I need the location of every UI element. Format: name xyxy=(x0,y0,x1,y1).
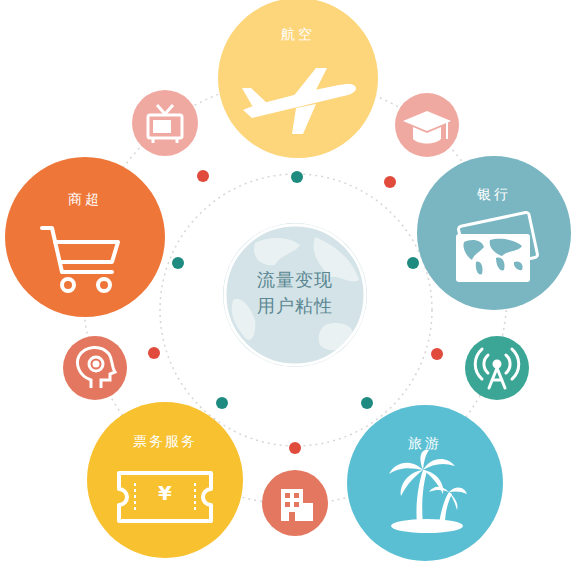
antenna-icon xyxy=(475,349,519,388)
circle-shape xyxy=(223,223,367,367)
circle-fill xyxy=(87,402,243,558)
node-label: 银行 xyxy=(417,184,571,204)
inner-ring xyxy=(160,174,432,446)
circle-shape xyxy=(218,0,378,158)
category-circle: 航空 xyxy=(218,0,378,158)
cap-icon xyxy=(403,111,451,144)
node-label: 旅游 xyxy=(347,433,503,453)
tv-icon xyxy=(148,105,182,143)
circle-fill xyxy=(417,156,571,310)
circle-shape xyxy=(87,402,243,558)
circle-fill xyxy=(5,157,165,317)
category-circle: 商超 xyxy=(5,157,165,317)
node-label: 票务服务 xyxy=(87,431,243,451)
category-circle: 票务服务 ¥ xyxy=(87,402,243,558)
circle-fill xyxy=(218,0,378,158)
node-label: 商超 xyxy=(5,189,165,209)
node-label: 流量变现 用户粘性 xyxy=(254,267,337,319)
head-icon xyxy=(78,347,116,388)
building-icon xyxy=(281,489,313,521)
circle-shape xyxy=(417,156,571,310)
currency-symbol: ¥ xyxy=(87,484,243,504)
category-circle: 旅游 xyxy=(347,405,503,561)
circle-fill xyxy=(347,405,503,561)
circle-shape xyxy=(347,405,503,561)
category-circle: 银行 xyxy=(417,156,571,310)
globe-circle: 流量变现 用户粘性 xyxy=(223,223,367,367)
node-label: 航空 xyxy=(218,24,378,44)
circle-shape xyxy=(5,157,165,317)
circle-fill xyxy=(223,223,367,367)
